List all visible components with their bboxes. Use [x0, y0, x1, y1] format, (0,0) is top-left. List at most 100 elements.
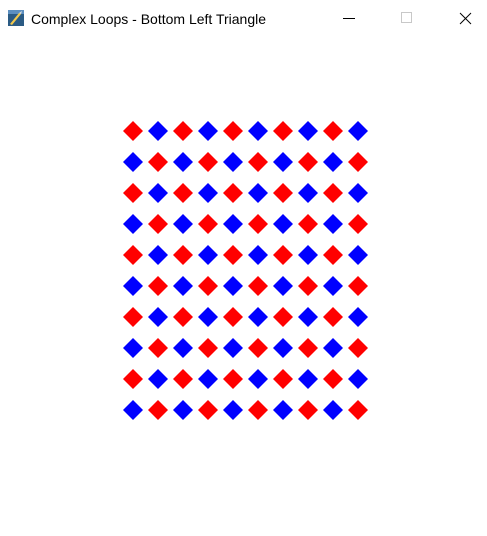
window-title: Complex Loops - Bottom Left Triangle	[31, 11, 267, 27]
diamond-shape	[298, 307, 318, 327]
diamond-shape	[198, 307, 218, 327]
diamond-shape	[198, 369, 218, 389]
diamond-shape	[223, 214, 243, 234]
diamond-shape	[348, 214, 368, 234]
diamond-shape	[348, 121, 368, 141]
diamond-shape	[248, 369, 268, 389]
diamond-shape	[348, 276, 368, 296]
diamond-shape	[298, 152, 318, 172]
maximize-icon	[401, 12, 412, 23]
diamond-shape	[273, 307, 293, 327]
diamond-shape	[273, 338, 293, 358]
diamond-shape	[223, 307, 243, 327]
diamond-shape	[223, 338, 243, 358]
diamond-shape	[323, 307, 343, 327]
diamond-shape	[273, 214, 293, 234]
diamond-shape	[123, 152, 143, 172]
diamond-shape	[348, 400, 368, 420]
diamond-shape	[173, 307, 193, 327]
python-feather-icon	[7, 9, 25, 27]
close-button[interactable]	[436, 0, 487, 37]
diamond-shape	[198, 121, 218, 141]
diamond-shape	[323, 245, 343, 265]
diamond-shape	[348, 369, 368, 389]
diamond-shape	[298, 400, 318, 420]
diamond-shape	[223, 121, 243, 141]
diamond-shape	[273, 245, 293, 265]
diamond-shape	[323, 400, 343, 420]
diamond-shape	[123, 276, 143, 296]
diamond-shape	[248, 245, 268, 265]
diamond-shape	[123, 307, 143, 327]
diamond-grid	[123, 121, 368, 420]
diamond-shape	[348, 183, 368, 203]
diamond-shape	[148, 214, 168, 234]
diamond-shape	[223, 369, 243, 389]
diamond-shape	[223, 400, 243, 420]
title-bar[interactable]: Complex Loops - Bottom Left Triangle	[0, 0, 487, 37]
diamond-shape	[223, 183, 243, 203]
diamond-shape	[123, 183, 143, 203]
diamond-shape	[123, 121, 143, 141]
diamond-shape	[198, 338, 218, 358]
diamond-shape	[248, 183, 268, 203]
diamond-shape	[123, 214, 143, 234]
diamond-shape	[298, 369, 318, 389]
diamond-shape	[248, 214, 268, 234]
diamond-shape	[323, 152, 343, 172]
diamond-shape	[323, 276, 343, 296]
diamond-shape	[198, 245, 218, 265]
diamond-shape	[148, 276, 168, 296]
close-icon	[459, 12, 472, 25]
diamond-shape	[273, 369, 293, 389]
diamond-shape	[148, 400, 168, 420]
diamond-shape	[148, 152, 168, 172]
diamond-shape	[123, 245, 143, 265]
diamond-shape	[273, 183, 293, 203]
diamond-shape	[248, 338, 268, 358]
minimize-button[interactable]	[320, 0, 378, 37]
diamond-shape	[323, 369, 343, 389]
diamond-shape	[273, 400, 293, 420]
diamond-shape	[323, 214, 343, 234]
diamond-shape	[173, 245, 193, 265]
diamond-shape	[348, 152, 368, 172]
diamond-shape	[248, 276, 268, 296]
diamond-shape	[323, 338, 343, 358]
diamond-shape	[248, 400, 268, 420]
diamond-shape	[198, 276, 218, 296]
maximize-button[interactable]	[378, 0, 436, 37]
diamond-shape	[148, 245, 168, 265]
diamond-shape	[173, 338, 193, 358]
diamond-shape	[298, 276, 318, 296]
diamond-shape	[248, 307, 268, 327]
diamond-shape	[123, 338, 143, 358]
diamond-shape	[198, 152, 218, 172]
drawing-area	[0, 37, 487, 536]
diamond-shape	[173, 152, 193, 172]
diamond-shape	[173, 214, 193, 234]
diamond-shape	[198, 400, 218, 420]
diamond-shape	[148, 121, 168, 141]
diamond-shape	[148, 307, 168, 327]
diamond-shape	[298, 338, 318, 358]
minimize-icon	[343, 18, 355, 19]
diamond-shape	[298, 183, 318, 203]
diamond-shape	[223, 276, 243, 296]
diamond-shape	[173, 121, 193, 141]
diamond-shape	[273, 152, 293, 172]
diamond-shape	[223, 245, 243, 265]
diamond-shape	[273, 276, 293, 296]
diamond-shape	[173, 183, 193, 203]
diamond-shape	[123, 369, 143, 389]
diamond-shape	[248, 152, 268, 172]
diamond-shape	[123, 400, 143, 420]
diamond-shape	[273, 121, 293, 141]
diamond-shape	[148, 369, 168, 389]
diamond-shape	[173, 369, 193, 389]
diamond-shape	[198, 214, 218, 234]
diamond-shape	[348, 338, 368, 358]
diamond-shape	[298, 214, 318, 234]
diamond-shape	[323, 183, 343, 203]
